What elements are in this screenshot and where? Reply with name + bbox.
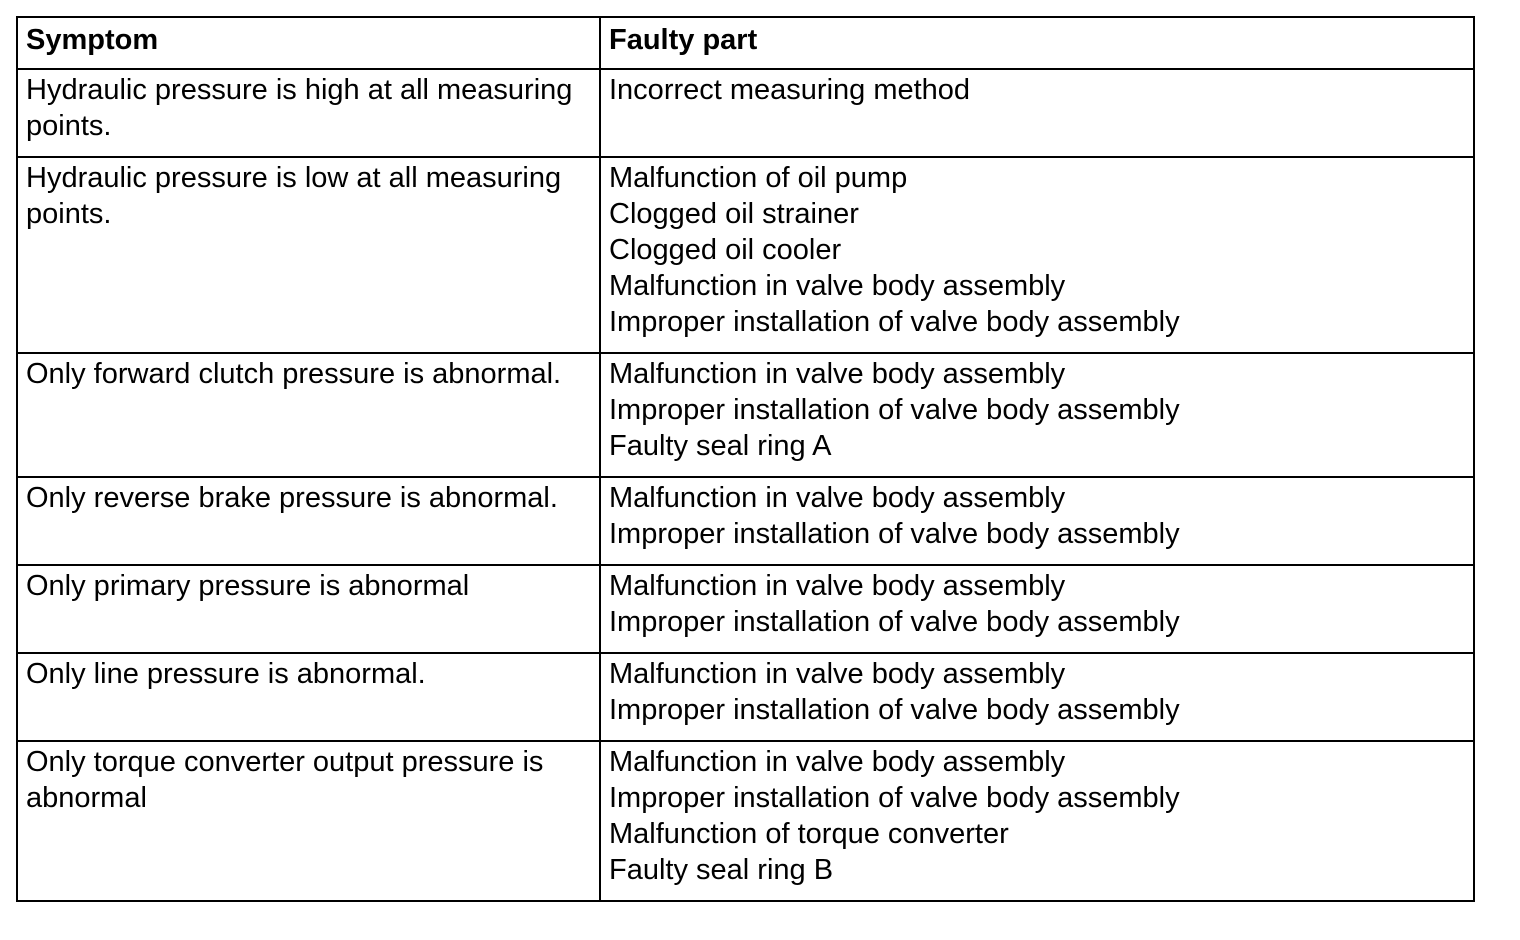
table-row: Hydraulic pressure is high at all measur… [16, 68, 1475, 158]
faulty-part-item: Improper installation of valve body asse… [609, 394, 1180, 426]
faulty-part-item: Faulty seal ring B [609, 854, 834, 886]
symptom-cell: Only primary pressure is abnormal [16, 564, 601, 654]
faulty-part-item: Clogged oil cooler [609, 234, 842, 266]
symptom-column-header: Symptom [16, 16, 601, 70]
table-row: Only forward clutch pressure is abnormal… [16, 352, 1475, 478]
faulty-part-item: Faulty seal ring A [609, 430, 832, 462]
faulty-part-item: Malfunction in valve body assembly [609, 482, 1066, 514]
faulty-part-item: Incorrect measuring method [609, 74, 971, 106]
faulty-part-item: Malfunction in valve body assembly [609, 270, 1066, 302]
faulty-part-item: Malfunction in valve body assembly [609, 358, 1066, 390]
faulty-part-item: Improper installation of valve body asse… [609, 606, 1180, 638]
faulty-part-item: Clogged oil strainer [609, 198, 859, 230]
symptom-cell: Hydraulic pressure is low at all measuri… [16, 156, 601, 354]
table-row: Only reverse brake pressure is abnormal.… [16, 476, 1475, 566]
faulty-part-item: Improper installation of valve body asse… [609, 782, 1180, 814]
symptom-cell: Hydraulic pressure is high at all measur… [16, 68, 601, 158]
symptom-cell: Only forward clutch pressure is abnormal… [16, 352, 601, 478]
faulty-part-column-header: Faulty part [599, 16, 1475, 70]
symptom-cell: Only torque converter output pressure is… [16, 740, 601, 902]
table-row: Hydraulic pressure is low at all measuri… [16, 156, 1475, 354]
faulty-part-cell: Incorrect measuring method [599, 68, 1475, 158]
table-header: Symptom Faulty part [16, 16, 1475, 70]
faulty-part-item: Improper installation of valve body asse… [609, 306, 1180, 338]
table-body: Hydraulic pressure is high at all measur… [16, 68, 1475, 902]
symptom-cell: Only line pressure is abnormal. [16, 652, 601, 742]
faulty-part-item: Improper installation of valve body asse… [609, 694, 1180, 726]
faulty-part-item: Malfunction in valve body assembly [609, 658, 1066, 690]
table-row: Only torque converter output pressure is… [16, 740, 1475, 902]
faulty-part-item: Malfunction of torque converter [609, 818, 1009, 850]
table-row: Only line pressure is abnormal.Malfuncti… [16, 652, 1475, 742]
faulty-part-item: Improper installation of valve body asse… [609, 518, 1180, 550]
symptom-cell: Only reverse brake pressure is abnormal. [16, 476, 601, 566]
faulty-part-item: Malfunction in valve body assembly [609, 570, 1066, 602]
faulty-part-item: Malfunction in valve body assembly [609, 746, 1066, 778]
faulty-part-item: Malfunction of oil pump [609, 162, 908, 194]
diagnosis-table: Symptom Faulty part Hydraulic pressure i… [16, 16, 1475, 902]
header-row: Symptom Faulty part [16, 16, 1475, 70]
